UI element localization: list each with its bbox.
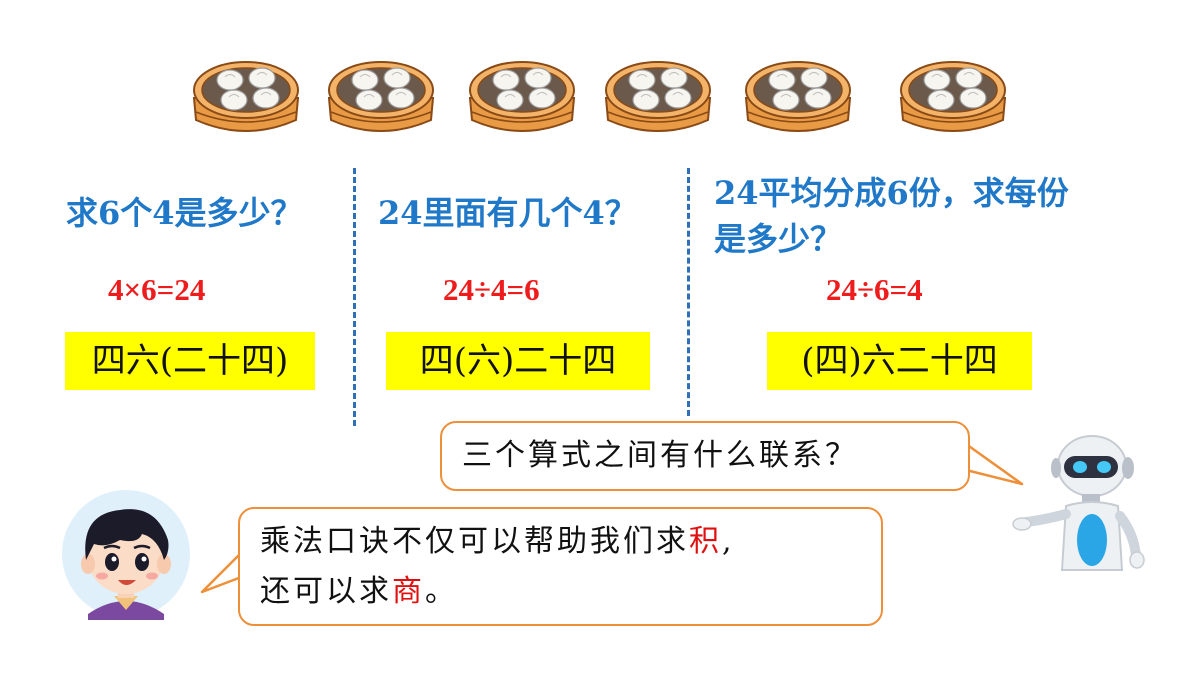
keyword-product: 积 [689,524,722,559]
question-3-line-2: 是多少？ [714,220,843,258]
equation-2: 24÷4=6 [443,272,540,307]
steamed-buns-icon [325,50,437,142]
statement-line-2: 还可以求商。 [260,567,881,617]
punctuation: , [722,524,735,559]
equation-3: 24÷6=4 [826,272,923,307]
dashed-divider [353,168,356,426]
statement-line-1: 乘法口诀不仅可以帮助我们求积, [260,517,881,567]
keyword-quotient: 商 [392,574,425,609]
steamed-buns-icon [466,50,578,142]
question-3-line-1: 24平均分成6份，求每份 [714,174,1069,212]
steamed-buns-icon [742,50,854,142]
question-1: 求6个4是多少？ [66,194,303,232]
steamed-buns-icon [897,50,1009,142]
statement-text: 乘法口诀不仅可以帮助我们求 [260,524,689,559]
rhyme-highlight-3: (四)六二十四 [767,332,1032,390]
rhyme-highlight-1: 四六(二十四) [65,332,315,390]
question-2: 24里面有几个4？ [378,194,637,232]
rhyme-highlight-2: 四(六)二十四 [386,332,650,390]
boy-statement: 乘法口诀不仅可以帮助我们求积, 还可以求商。 [238,507,883,626]
statement-text: 还可以求 [260,574,392,609]
steamed-buns-icon [190,50,302,142]
equation-1: 4×6=24 [108,272,206,307]
steamed-buns-icon [602,50,714,142]
robot-icon [1012,435,1145,571]
punctuation: 。 [425,574,458,609]
boy-avatar [62,490,190,620]
robot-question: 三个算式之间有什么联系？ [440,421,970,491]
dashed-divider [687,168,690,416]
